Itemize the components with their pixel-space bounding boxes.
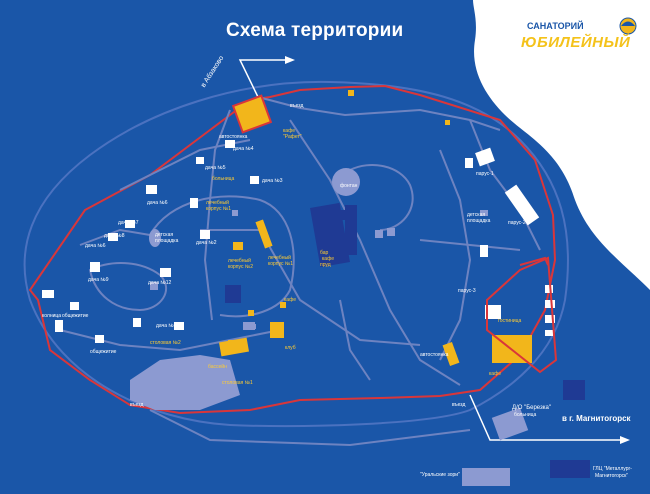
boundary-line bbox=[28, 84, 557, 415]
label-dacha-12: дача №12 bbox=[148, 280, 172, 286]
label-lech-1: лечебный bbox=[206, 200, 229, 206]
label-stolovaya-2: столовая №2 bbox=[150, 340, 181, 346]
label-kafe-bar-3: пруд bbox=[320, 262, 331, 268]
label-lech-1d: корпус №1 bbox=[268, 261, 293, 267]
south-road bbox=[149, 409, 471, 447]
label-parus-3: парус-3 bbox=[458, 288, 476, 294]
label-fontan: фонтан bbox=[340, 183, 358, 189]
label-bassein: бассейн bbox=[208, 364, 227, 370]
label-kolnitsa: колница bbox=[42, 313, 62, 319]
buildings-gray bbox=[130, 210, 529, 486]
label-klub: клуб bbox=[285, 345, 296, 351]
lake-area bbox=[473, 0, 650, 290]
label-lech-2b: корпус №2 bbox=[228, 264, 253, 270]
label-kafe-rafet: кафе bbox=[283, 128, 295, 134]
label-bereza-2: больница bbox=[514, 412, 537, 418]
playground-shape bbox=[149, 229, 161, 247]
roads bbox=[59, 96, 541, 386]
label-dacha-5: дача №5 bbox=[205, 165, 226, 171]
legend-uralskie-zori: "Уральские зори" bbox=[420, 472, 460, 478]
label-avtostoyanka-north: автостоянка bbox=[219, 134, 248, 140]
brand-line1: САНАТОРИЙ bbox=[527, 21, 584, 31]
lake-label: озеро Банное bbox=[551, 141, 626, 153]
label-playground-east: детская bbox=[467, 212, 486, 218]
label-playground: детская bbox=[155, 232, 174, 238]
label-obshchezhitie: общежитие bbox=[62, 313, 89, 319]
road-to-magnitogorsk bbox=[469, 394, 620, 441]
label-bereza: Д/О "Березка" bbox=[512, 405, 551, 411]
label-dacha-7: дача №7 bbox=[118, 220, 139, 226]
page-title: Схема территории bbox=[226, 20, 404, 41]
label-dacha-4: дача №4 bbox=[233, 146, 254, 152]
label-dacha-3: дача №3 bbox=[262, 178, 283, 184]
label-dacha-6: дача №6 bbox=[147, 200, 168, 206]
brand-line2: ЮБИЛЕЙНЫЙ bbox=[521, 34, 631, 51]
label-obshchezhitie-2: общежитие bbox=[90, 349, 117, 355]
label-kafe-rafet-2: "Рафет" bbox=[283, 134, 302, 140]
legend-glc-2: Магнитогорск" bbox=[595, 473, 629, 479]
hotel-outline bbox=[231, 94, 273, 134]
buildings-dark bbox=[225, 202, 590, 478]
label-dacha-2: дача №2 bbox=[196, 240, 217, 246]
boundary-segment-east bbox=[519, 256, 549, 266]
label-lech-1b: корпус №1 bbox=[206, 206, 231, 212]
legend-glc: ГЛЦ "Металлург- bbox=[593, 466, 632, 472]
territory-outline bbox=[23, 80, 569, 428]
label-dacha-6b: дача №6 bbox=[85, 243, 106, 249]
label-avtostoyanka-east: автостоянка bbox=[420, 352, 449, 358]
label-vezd-south: въезд bbox=[452, 402, 466, 408]
label-dacha-13: дача №13 bbox=[156, 323, 180, 329]
label-hotel: гостиница bbox=[498, 318, 522, 324]
buildings-white bbox=[42, 140, 555, 343]
label-bolnitsa: больница bbox=[212, 176, 235, 182]
label-playground-2: площадка bbox=[155, 238, 179, 244]
buildings-yellow bbox=[218, 90, 532, 367]
label-dacha-8: дача №8 bbox=[104, 233, 125, 239]
label-stolovaya-1: столовая №1 bbox=[222, 380, 253, 386]
label-dacha-9: дача №9 bbox=[88, 277, 109, 283]
label-lech-2: лечебный bbox=[228, 258, 251, 264]
label-kafe-bar: бар bbox=[320, 250, 329, 256]
road-to-abzakovo bbox=[238, 59, 285, 98]
label-playground-east-2: площадка bbox=[467, 218, 491, 224]
label-vezd-north: въезд bbox=[290, 103, 304, 109]
label-lech-1c: лечебный bbox=[268, 255, 291, 261]
label-kafe-center: кафе bbox=[284, 297, 296, 303]
label-kafe-vt: кафе bbox=[489, 371, 501, 377]
label-parus-2: парус-2 bbox=[508, 220, 526, 226]
label-kafe-bar-2: кафе bbox=[322, 256, 334, 262]
parus-outline bbox=[486, 256, 558, 374]
label-parus-1: парус-1 bbox=[476, 171, 494, 177]
arrow-north bbox=[285, 56, 295, 64]
road-east-label: в г. Магнитогорск bbox=[562, 414, 631, 423]
label-vezd-sw: въезд bbox=[130, 402, 144, 408]
fountain-shape bbox=[332, 168, 360, 196]
arrow-east bbox=[620, 436, 630, 444]
brand-logo bbox=[619, 17, 637, 35]
